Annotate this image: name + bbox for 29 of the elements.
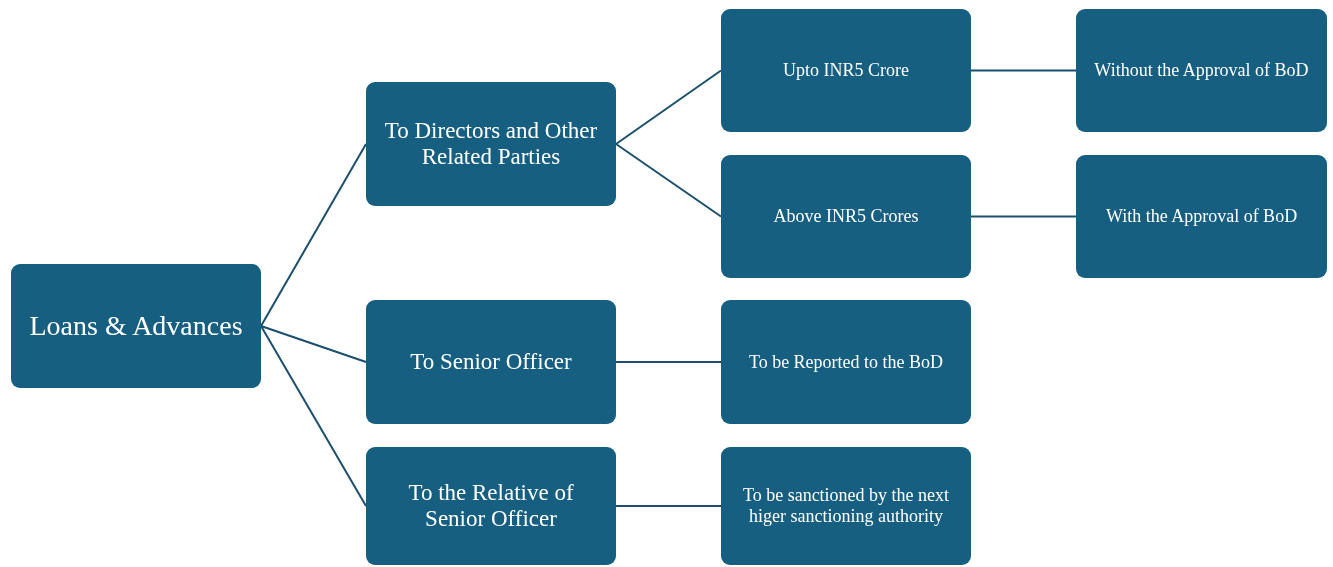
process-box [11,264,261,388]
connector-line [970,215,1077,218]
connector-line [260,325,367,507]
process-box [721,300,971,424]
connector-line [260,325,367,363]
connector-line [615,361,722,363]
connector-line [615,69,722,145]
process-box [366,82,616,206]
process-box [366,447,616,565]
box-label: Loans & Advances [29,309,243,343]
process-box [1076,9,1327,132]
connector-line [260,143,367,327]
process-box [721,447,971,565]
box-label: With the Approval of BoD [1105,206,1298,227]
process-box [366,300,616,424]
process-box [721,155,971,278]
process-box [721,9,971,132]
box-label: To Directors and Other Related Parties [383,117,599,171]
connector-line [615,505,722,507]
box-label: To be Reported to the BoD [748,351,944,373]
connector-line [970,69,1077,72]
box-label: To Senior Officer [410,348,572,376]
process-box [1076,155,1327,278]
connector-line [615,143,722,218]
box-label: Upto INR5 Crore [783,60,909,81]
box-label: To the Relative of Senior Officer [407,479,575,533]
box-label: Above INR5 Crores [773,206,919,227]
box-label: To be sanctioned by the next higer sanctioning authority [741,485,951,527]
box-label: Without the Approval of BoD [1094,60,1309,81]
